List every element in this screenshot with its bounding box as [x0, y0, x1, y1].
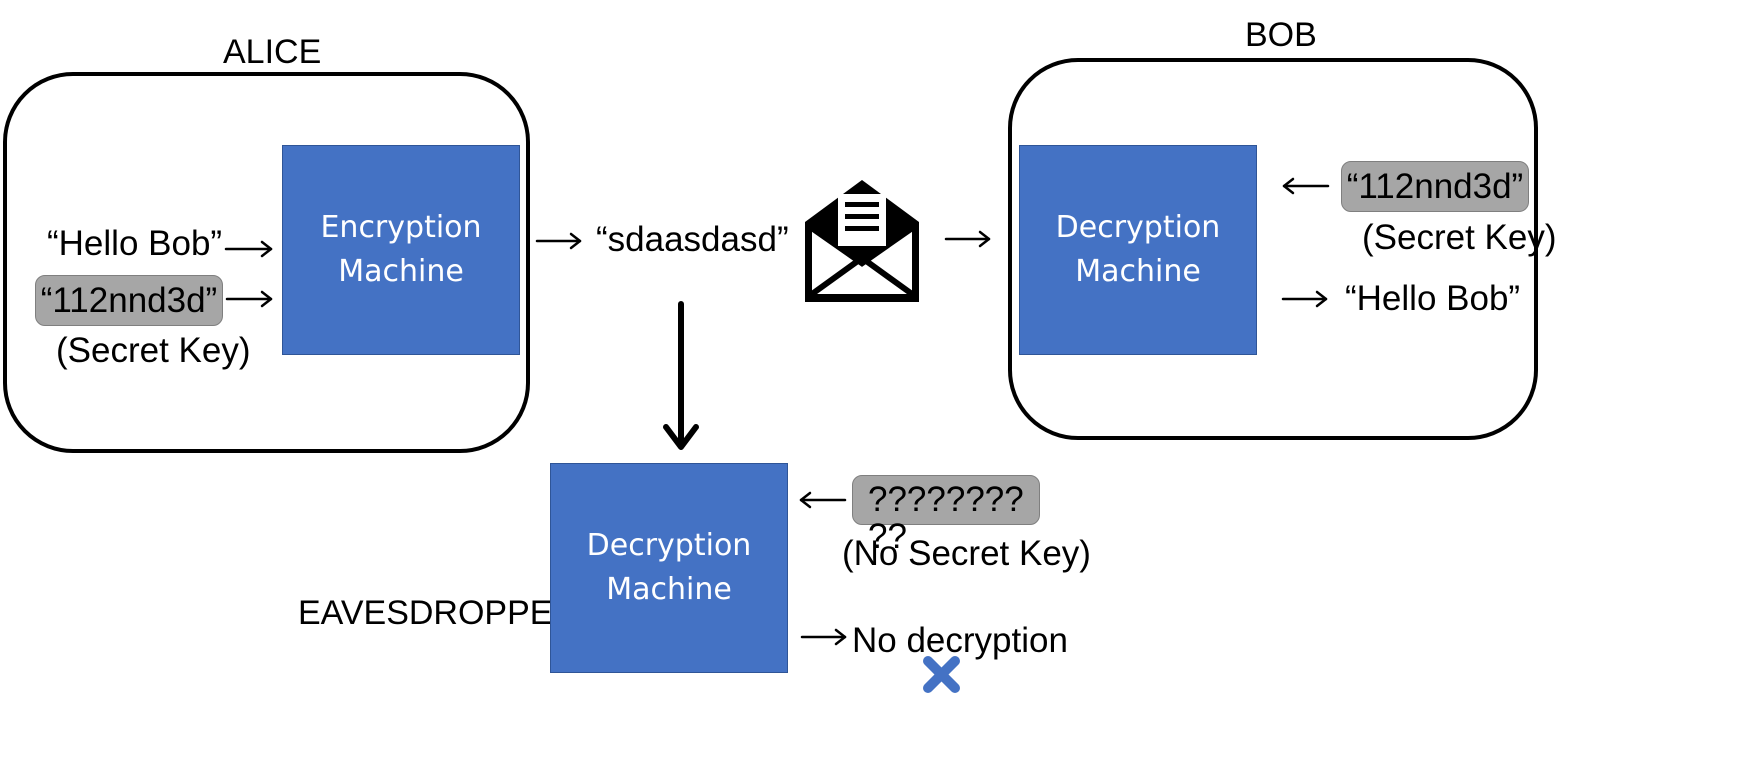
- eavesdropper-output: No decryption: [852, 621, 1068, 660]
- bob-label: BOB: [1245, 16, 1317, 54]
- envelope-letter-icon: [805, 180, 919, 302]
- x-mark-icon: [923, 656, 960, 693]
- arrow-eavesdropper-key-to-machine: [799, 491, 847, 509]
- alice-message: “Hello Bob”: [47, 224, 223, 263]
- bob-key: “112nnd3d”: [1346, 166, 1524, 206]
- bob-machine-line1: Decryption: [1055, 210, 1221, 245]
- alice-key-pill: “112nnd3d”: [35, 275, 223, 326]
- eavesdropper-label: EAVESDROPPER: [298, 594, 578, 632]
- encryption-machine: Encryption Machine: [282, 145, 520, 355]
- arrow-bob-machine-to-output: [1281, 290, 1328, 308]
- bob-machine-line2: Machine: [1075, 254, 1201, 289]
- alice-label: ALICE: [223, 33, 322, 71]
- eavesdropper-key-caption: (No Secret Key): [842, 534, 1091, 573]
- alice-key: “112nnd3d”: [40, 280, 218, 320]
- alice-key-caption: (Secret Key): [56, 331, 251, 370]
- bob-box: [1008, 58, 1538, 440]
- arrow-bob-key-to-machine: [1282, 177, 1330, 195]
- arrow-encryption-to-ciphertext: [535, 232, 582, 250]
- bob-output: “Hello Bob”: [1345, 279, 1521, 318]
- arrow-eavesdropper-machine-to-output: [800, 628, 847, 646]
- encryption-machine-line1: Encryption: [320, 210, 482, 245]
- eavesdropper-key-pill: [852, 475, 1040, 525]
- ciphertext-label: “sdaasdasd”: [596, 220, 789, 259]
- bob-decryption-machine: Decryption Machine: [1019, 145, 1257, 355]
- arrow-message-to-encryption: [224, 240, 273, 258]
- encryption-machine-line2: Machine: [338, 254, 464, 289]
- alice-box: [3, 72, 530, 453]
- arrow-key-to-encryption: [225, 290, 273, 308]
- eavesdropper-key-line2: ??: [868, 517, 907, 556]
- bob-key-pill: “112nnd3d”: [1341, 161, 1529, 212]
- eavesdropper-machine-line1: Decryption: [586, 528, 752, 563]
- arrow-intercept-down: [663, 301, 699, 450]
- arrow-envelope-to-bob: [944, 230, 991, 248]
- bob-key-caption: (Secret Key): [1362, 218, 1557, 257]
- eavesdropper-key-line1: ????????: [868, 480, 1024, 519]
- eavesdropper-machine-line2: Machine: [606, 572, 732, 607]
- eavesdropper-decryption-machine: Decryption Machine: [550, 463, 788, 673]
